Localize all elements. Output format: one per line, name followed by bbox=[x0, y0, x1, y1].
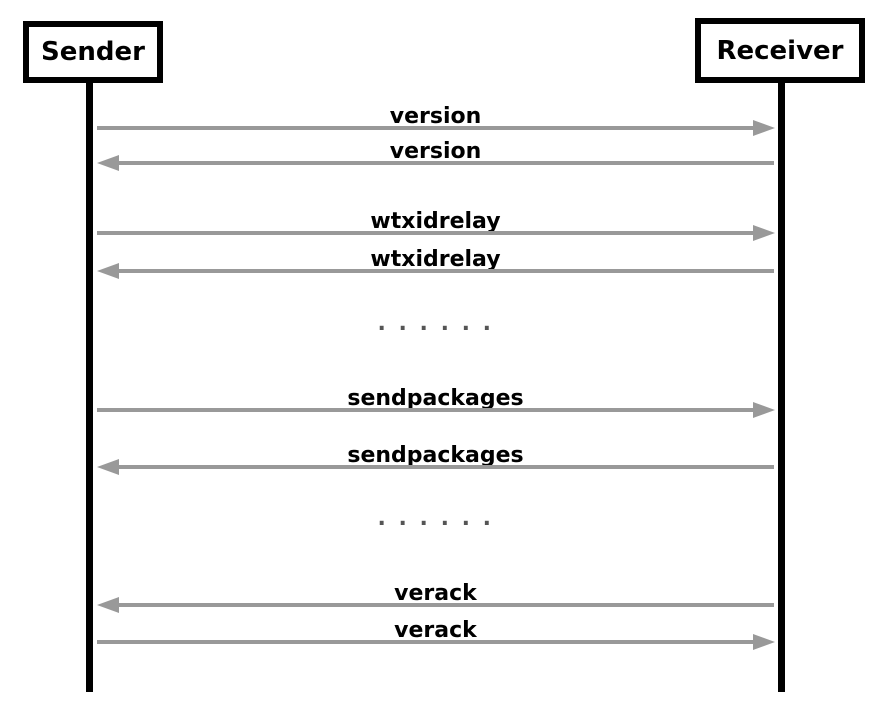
message-arrow-left bbox=[97, 155, 774, 171]
message-label: version bbox=[389, 139, 482, 164]
message-arrow-left bbox=[97, 459, 774, 475]
message-label: verack bbox=[394, 618, 477, 643]
arrowhead-icon bbox=[753, 402, 775, 418]
message-arrow-right bbox=[97, 634, 775, 650]
arrowhead-icon bbox=[753, 634, 775, 650]
arrowhead-icon bbox=[753, 225, 775, 241]
message-label: wtxidrelay bbox=[370, 247, 501, 272]
message-label: sendpackages bbox=[347, 443, 524, 468]
arrowhead-icon bbox=[97, 263, 119, 279]
arrowhead-icon bbox=[753, 120, 775, 136]
lifeline-receiver bbox=[778, 82, 785, 692]
actor-label-receiver: Receiver bbox=[716, 35, 844, 66]
actor-box-sender: Sender bbox=[23, 21, 163, 83]
message-label: verack bbox=[394, 581, 477, 606]
message-label: wtxidrelay bbox=[370, 209, 501, 234]
message-arrow-left bbox=[97, 263, 774, 279]
message-label: sendpackages bbox=[347, 386, 524, 411]
actor-label-sender: Sender bbox=[41, 37, 145, 67]
ellipsis-label: . . . . . . bbox=[377, 506, 494, 531]
message-arrow-right bbox=[97, 402, 775, 418]
arrowhead-icon bbox=[97, 597, 119, 613]
lifeline-sender bbox=[86, 82, 93, 692]
ellipsis-label: . . . . . . bbox=[377, 311, 494, 336]
arrowhead-icon bbox=[97, 459, 119, 475]
actor-box-receiver: Receiver bbox=[695, 18, 865, 83]
arrowhead-icon bbox=[97, 155, 119, 171]
message-label: version bbox=[389, 104, 482, 129]
message-arrow-right bbox=[97, 225, 775, 241]
message-arrow-left bbox=[97, 597, 774, 613]
message-arrow-right bbox=[97, 120, 775, 136]
